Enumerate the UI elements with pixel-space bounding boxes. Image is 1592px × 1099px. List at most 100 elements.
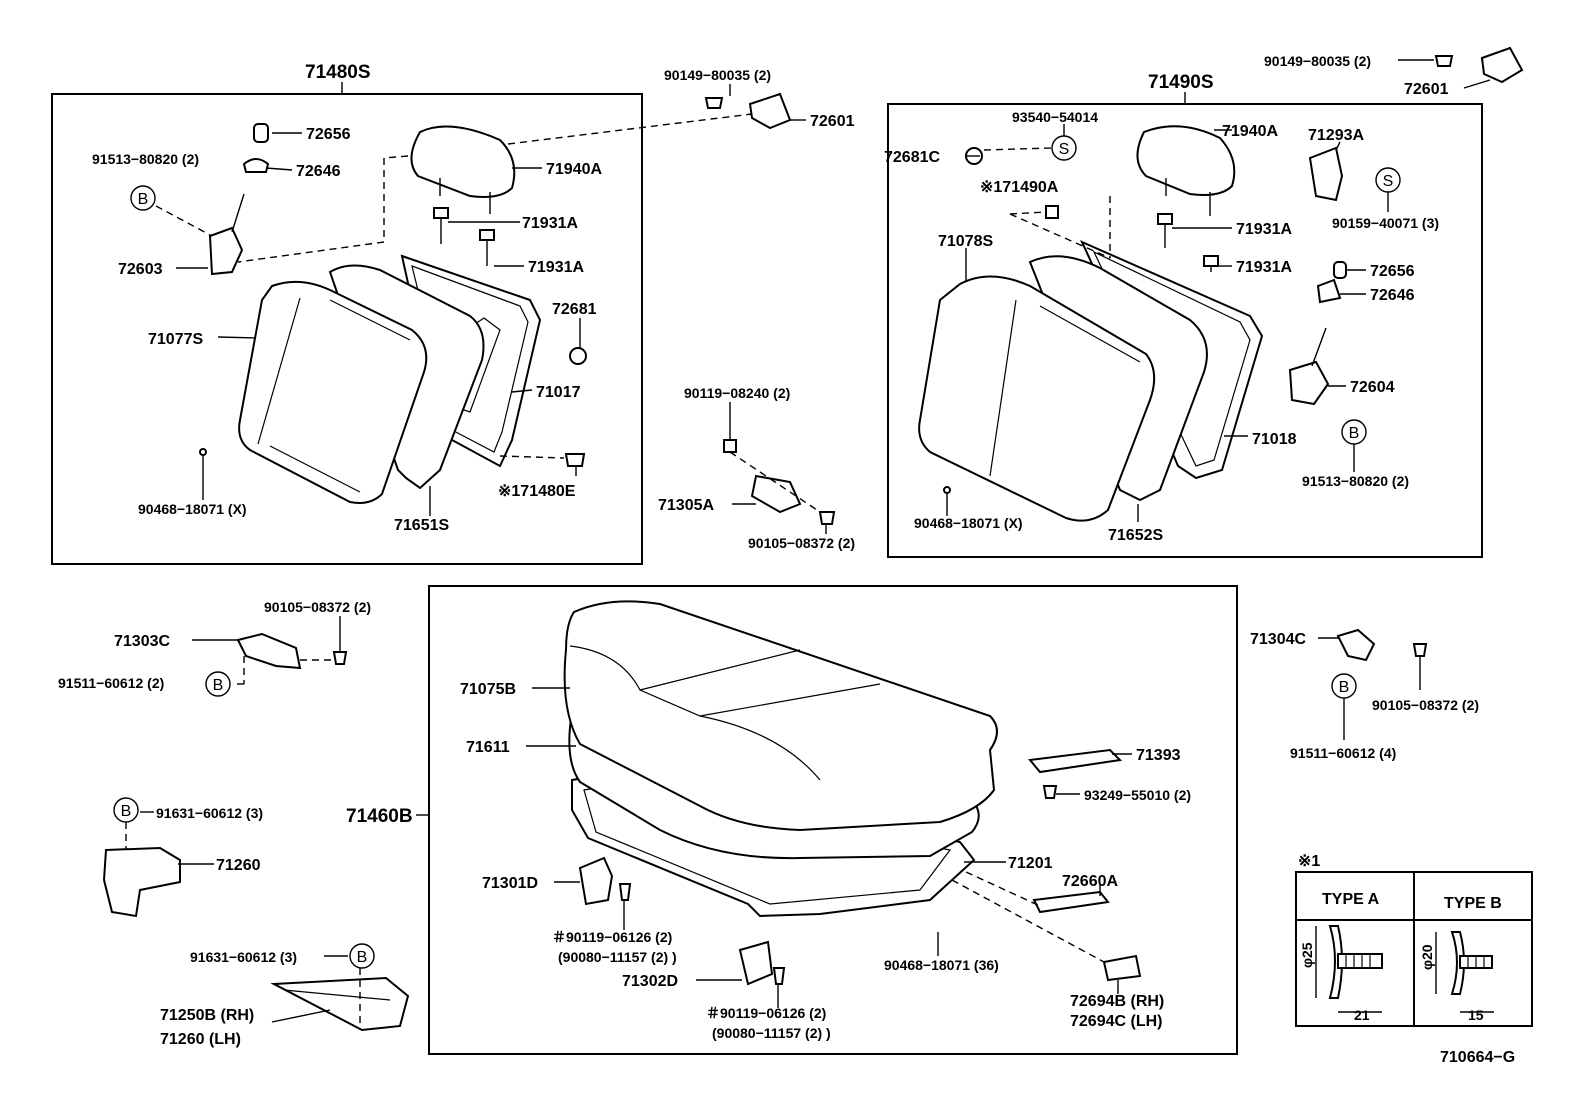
label-71018: 71018	[1252, 431, 1297, 448]
label-72656-r: 72656	[1370, 263, 1415, 280]
label-71305a: 71305A	[658, 497, 714, 514]
group-label-71480s: 71480S	[305, 62, 371, 83]
label-71652s: 71652S	[1108, 527, 1163, 544]
label-71077s: 71077S	[148, 331, 203, 348]
label-93540-54014: 93540−54014	[1012, 109, 1098, 125]
callout-b-r: B	[1341, 419, 1367, 445]
label-71931a-2: 71931A	[528, 259, 584, 276]
callout-b-bl2: B	[113, 797, 139, 823]
label-71931a-r: 71931A	[1236, 221, 1292, 238]
svg-text:B: B	[1339, 679, 1350, 696]
label-90080-11157-b: (90080−11157 (2) )	[712, 1025, 831, 1041]
clip-type-table: ※1 TYPE A TYPE B φ25 21 φ20 15	[1295, 853, 1533, 1027]
svg-text:B: B	[1349, 425, 1360, 442]
bottom-left-parts-illustration	[102, 632, 410, 1032]
top-right-parts-illustration	[1434, 46, 1524, 84]
label-90105-08372-br: 90105−08372 (2)	[1372, 697, 1479, 713]
label-90105-08372: 90105−08372 (2)	[748, 535, 855, 551]
label-171490a: ※171490A	[980, 179, 1059, 196]
label-72601-tr: 72601	[1404, 81, 1449, 98]
label-72681: 72681	[552, 301, 597, 318]
label-72601: 72601	[810, 113, 855, 130]
svg-text:B: B	[357, 949, 368, 966]
seat-cushion-frame	[428, 585, 1238, 1055]
label-90080-11157-a: (90080−11157 (2) )	[558, 949, 677, 965]
label-72646-r: 72646	[1370, 287, 1415, 304]
callout-s-2: S	[1375, 167, 1401, 193]
callout-b-bl1: B	[205, 671, 231, 697]
label-71651s: 71651S	[394, 517, 449, 534]
label-71393: 71393	[1136, 747, 1181, 764]
svg-text:S: S	[1059, 141, 1070, 158]
label-71611: 71611	[466, 739, 510, 756]
label-72694c-lh: 72694C (LH)	[1070, 1013, 1162, 1030]
label-71260-lh: 71260 (LH)	[160, 1031, 241, 1048]
label-90149-80035-tr: 90149−80035 (2)	[1264, 53, 1371, 69]
label-91631-60612-b: 91631−60612 (3)	[190, 949, 297, 965]
label-90119-08240: 90119−08240 (2)	[684, 385, 790, 401]
label-72646: 72646	[296, 163, 341, 180]
label-90159-40071: 90159−40071 (3)	[1332, 215, 1439, 231]
label-171480e: ※171480E	[498, 483, 576, 500]
label-72603: 72603	[118, 261, 163, 278]
callout-b-br: B	[1331, 673, 1357, 699]
type-b-header: TYPE B	[1444, 895, 1502, 912]
label-91511-60612-bl: 91511−60612 (2)	[58, 675, 164, 691]
label-71301d: 71301D	[482, 875, 538, 892]
label-93249-55010: 93249−55010 (2)	[1084, 787, 1191, 803]
label-90468-18071-36: 90468−18071 (36)	[884, 957, 999, 973]
callout-s: S	[1051, 135, 1077, 161]
label-71304c: 71304C	[1250, 631, 1306, 648]
label-72660a: 72660A	[1062, 873, 1118, 890]
label-71293a: 71293A	[1308, 127, 1364, 144]
left-seatback-illustration	[199, 123, 587, 504]
label-72656: 72656	[306, 126, 351, 143]
label-71201: 71201	[1008, 855, 1053, 872]
type-a-diameter: φ25	[1299, 942, 1315, 968]
label-91513-80820: 91513−80820 (2)	[92, 151, 199, 167]
type-b-diameter: φ20	[1419, 944, 1435, 970]
label-72604: 72604	[1350, 379, 1395, 396]
svg-text:S: S	[1383, 173, 1394, 190]
label-71302d: 71302D	[622, 973, 678, 990]
label-71931a: 71931A	[522, 215, 578, 232]
label-71078s: 71078S	[938, 233, 993, 250]
type-a-header: TYPE A	[1322, 891, 1380, 908]
label-71075b: 71075B	[460, 681, 516, 698]
label-71017: 71017	[536, 384, 581, 401]
svg-text:B: B	[138, 191, 149, 208]
callout-b-bl3: B	[349, 943, 375, 969]
label-71940a: 71940A	[546, 161, 602, 178]
clip-table-note: ※1	[1298, 853, 1320, 870]
label-91631-60612-a: 91631−60612 (3)	[156, 805, 263, 821]
label-90119-06126-a: ＃90119−06126 (2)	[552, 929, 672, 945]
label-71940a-r: 71940A	[1222, 123, 1278, 140]
svg-text:B: B	[213, 677, 224, 694]
label-90468-18071-x: 90468−18071 (X)	[138, 501, 247, 517]
svg-text:B: B	[121, 803, 132, 820]
label-71931a-r2: 71931A	[1236, 259, 1292, 276]
center-parts-illustration	[704, 92, 836, 525]
bottom-right-parts-illustration	[1336, 628, 1428, 662]
seat-cushion-illustration	[563, 600, 1142, 986]
label-71303c: 71303C	[114, 633, 170, 650]
type-a-length: 21	[1354, 1007, 1370, 1023]
label-90468-18071-x-r: 90468−18071 (X)	[914, 515, 1023, 531]
label-90149-80035: 90149−80035 (2)	[664, 67, 771, 83]
label-91513-80820-r: 91513−80820 (2)	[1302, 473, 1409, 489]
group-label-71460b: 71460B	[346, 806, 413, 827]
label-72694b-rh: 72694B (RH)	[1070, 993, 1164, 1010]
label-71260-a: 71260	[216, 857, 261, 874]
label-90105-08372-bl: 90105−08372 (2)	[264, 599, 371, 615]
callout-b: B	[130, 185, 156, 211]
type-b-length: 15	[1468, 1007, 1484, 1023]
seatback-left-frame	[51, 93, 643, 565]
label-72681c: 72681C	[884, 149, 940, 166]
right-seatback-illustration	[918, 125, 1347, 522]
label-71250b-rh: 71250B (RH)	[160, 1007, 254, 1024]
label-90119-06126-b: ＃90119−06126 (2)	[706, 1005, 826, 1021]
label-91511-60612-br: 91511−60612 (4)	[1290, 745, 1396, 761]
group-label-71490s: 71490S	[1148, 72, 1214, 93]
diagram-id: 710664−G	[1440, 1049, 1515, 1066]
